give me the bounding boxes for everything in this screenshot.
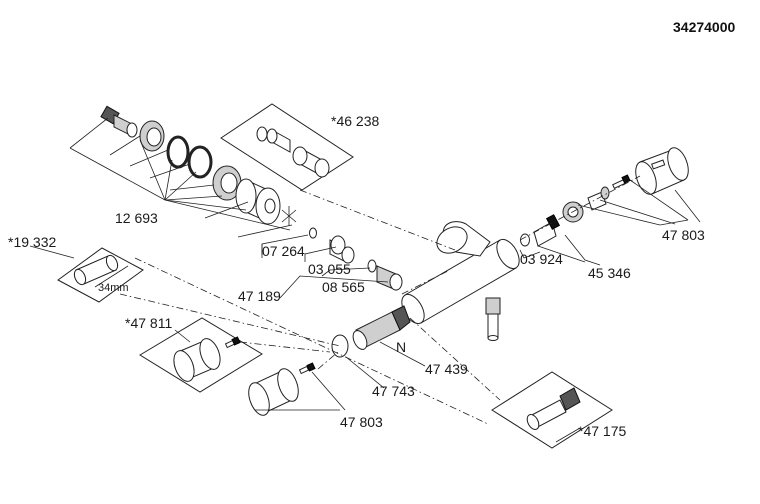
label-47189: 47 189 bbox=[238, 288, 281, 304]
label-47743: 47 743 bbox=[372, 383, 415, 399]
center-fittings-group: 07 264 03 055 08 565 47 189 bbox=[238, 227, 403, 304]
label-19332: *19 332 bbox=[8, 234, 56, 250]
flow-cartridge-part bbox=[352, 305, 411, 350]
label-08565: 08 565 bbox=[322, 279, 365, 295]
flow-handle-part bbox=[248, 368, 299, 416]
label-03924: 03 924 bbox=[520, 251, 563, 267]
outlet-nipple-part bbox=[485, 297, 501, 341]
label-03055: 03 055 bbox=[308, 261, 351, 277]
check-valve-part bbox=[329, 235, 355, 264]
label-47811: *47 811 bbox=[125, 315, 172, 331]
nut-part bbox=[212, 165, 242, 201]
label-07264: 07 264 bbox=[262, 243, 305, 259]
union-nut-part bbox=[376, 265, 403, 291]
document-number: 34274000 bbox=[673, 19, 736, 35]
label-45346: 45 346 bbox=[588, 265, 631, 281]
label-47175: *47 175 bbox=[578, 423, 626, 439]
box-47811 bbox=[139, 317, 263, 393]
box-46238 bbox=[220, 103, 354, 191]
handle-47803-lower-group: 47 803 bbox=[248, 362, 383, 430]
temperature-handle-part bbox=[635, 147, 689, 195]
o-ring-part bbox=[520, 233, 530, 247]
top-left-cartridge-group: 12 693 *46 238 bbox=[69, 103, 379, 238]
label-N: N bbox=[396, 339, 406, 355]
label-46238: *46 238 bbox=[331, 113, 379, 129]
housing-ring-part bbox=[139, 120, 165, 152]
box-19332 bbox=[57, 247, 144, 303]
screw-part bbox=[298, 362, 316, 375]
screw-part bbox=[224, 336, 241, 349]
star-washer-icon bbox=[281, 206, 297, 226]
screw-part bbox=[612, 174, 631, 190]
tool-19332-group: *19 332 34mm bbox=[8, 234, 144, 303]
label-47803-right: 47 803 bbox=[662, 227, 705, 243]
washer-part bbox=[309, 227, 317, 239]
sleeve-part bbox=[292, 146, 330, 178]
label-47803-lower: 47 803 bbox=[340, 414, 383, 430]
handle-47811-group: *47 811 bbox=[125, 315, 263, 393]
right-side-group: 03 924 45 346 47 803 bbox=[519, 147, 705, 281]
rosette-part bbox=[235, 178, 281, 225]
o-ring-part bbox=[187, 145, 213, 179]
seal-ring-part bbox=[367, 259, 377, 273]
mixer-body-part bbox=[401, 221, 520, 341]
cartridge-spindle-part bbox=[100, 105, 138, 138]
label-47439: 47 439 bbox=[425, 361, 468, 377]
spring-part bbox=[256, 126, 268, 142]
socket-tool-part bbox=[73, 254, 119, 286]
label-12693: 12 693 bbox=[115, 210, 158, 226]
thermo-element-part bbox=[533, 214, 561, 247]
spare-cartridge-part bbox=[526, 387, 581, 430]
flow-handle-part bbox=[173, 338, 221, 382]
box-47175 bbox=[491, 371, 613, 449]
cartridge-47175-group: *47 175 bbox=[491, 371, 626, 449]
ring-part bbox=[331, 334, 349, 358]
flow-cartridge-group: N 47 439 47 743 bbox=[331, 305, 468, 399]
o-ring-part bbox=[166, 135, 190, 169]
label-34mm: 34mm bbox=[98, 282, 129, 294]
adapter-part bbox=[266, 128, 291, 153]
axis-lines bbox=[119, 175, 641, 425]
